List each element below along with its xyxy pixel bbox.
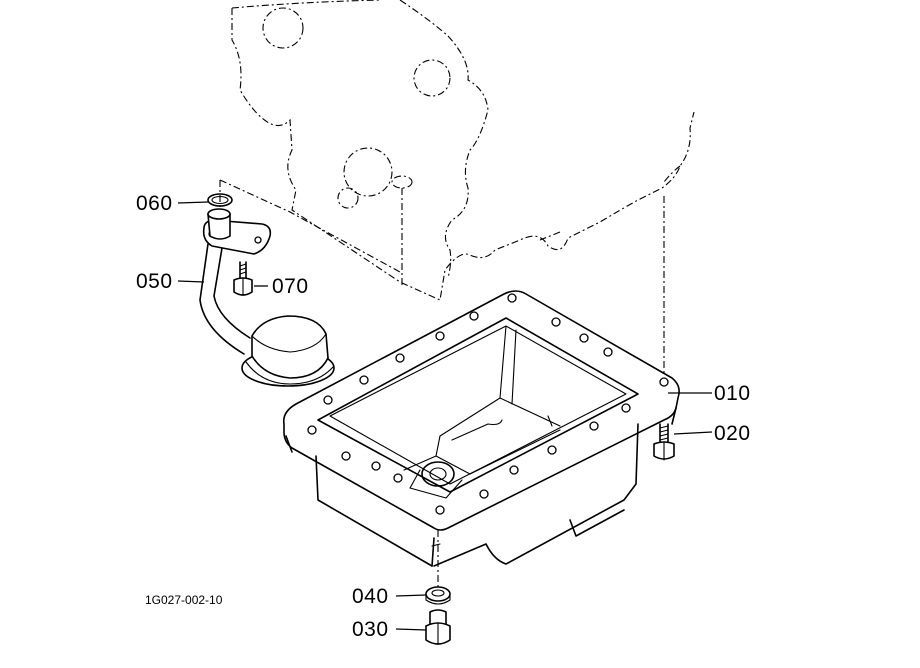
oil-pan <box>282 290 680 567</box>
o-ring <box>207 193 233 207</box>
drain-plug <box>425 609 451 645</box>
engine-block-outline <box>219 0 695 301</box>
drain-plug-washer <box>425 586 451 605</box>
callout-070: 070 <box>272 275 309 298</box>
strainer-bolt <box>233 261 253 296</box>
oil-strainer <box>199 208 335 387</box>
callout-050: 050 <box>136 270 173 293</box>
callout-030: 030 <box>352 618 389 641</box>
callout-020: 020 <box>714 422 751 445</box>
callout-060: 060 <box>136 192 173 215</box>
leader-lines <box>177 201 713 631</box>
drawing-code: 1G027-002-10 <box>145 593 223 607</box>
pan-bolt <box>653 423 675 461</box>
callout-040: 040 <box>352 585 389 608</box>
callout-010: 010 <box>714 382 751 405</box>
flange-bolt-holes <box>307 293 669 515</box>
